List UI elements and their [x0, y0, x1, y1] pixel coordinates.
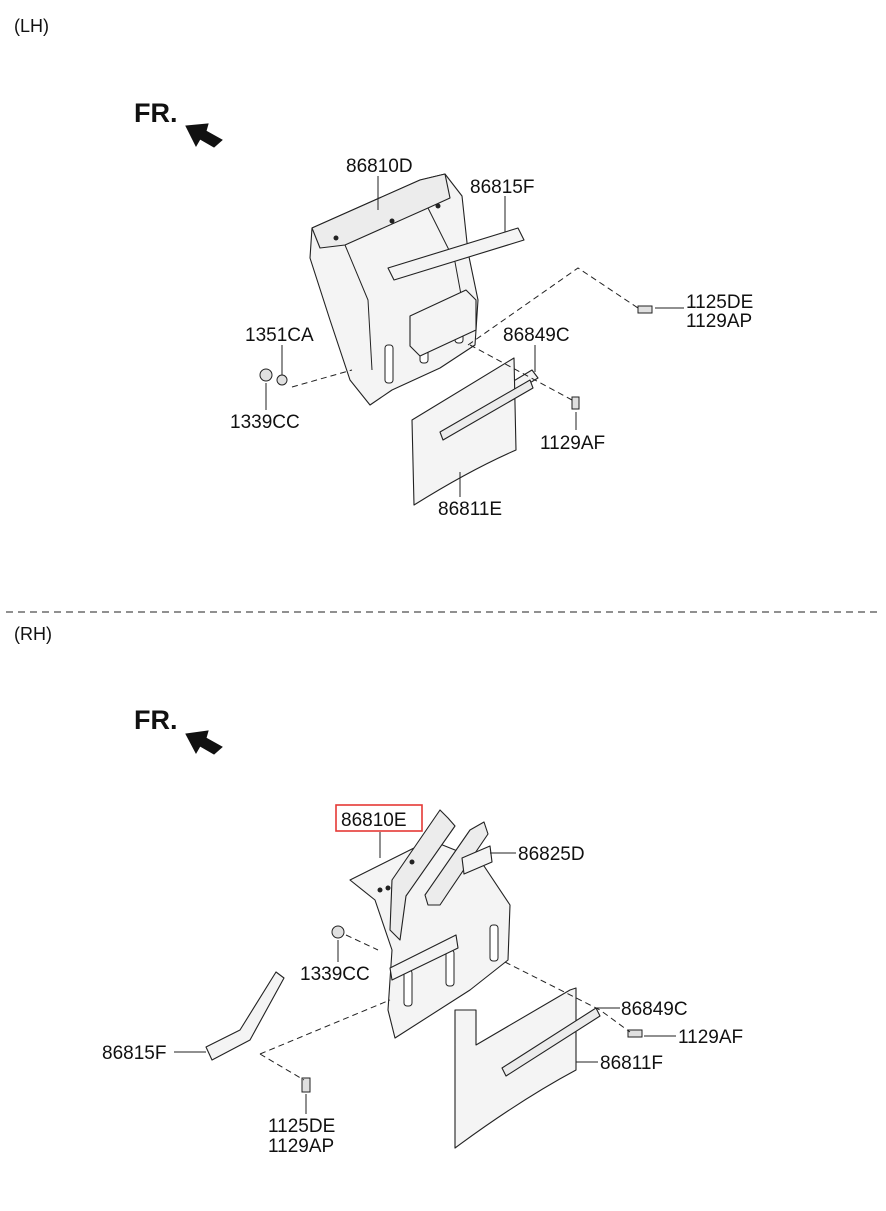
- lh-label-nut: 1339CC: [230, 412, 300, 433]
- lh-section: (LH) FR.: [14, 16, 753, 520]
- lh-bolt-icon: [637, 305, 653, 314]
- rh-label-bracket: 86810E: [341, 810, 407, 831]
- rh-stay-86815f: [205, 971, 285, 1061]
- rh-bolt-icon: [301, 1077, 311, 1093]
- lh-label-stay: 86815F: [470, 177, 534, 198]
- rh-front-arrow-icon: [185, 730, 223, 755]
- lh-label-screw: 1129AF: [540, 433, 605, 454]
- rh-label-stay: 86815F: [102, 1043, 166, 1064]
- lh-title: (LH): [14, 16, 49, 36]
- lh-label-bolt-a: 1125DE: [686, 292, 753, 313]
- rh-front-label: FR.: [134, 705, 178, 735]
- lh-nut-icon: [259, 368, 273, 382]
- rh-label-nut: 1339CC: [300, 964, 370, 985]
- rh-label-bolt-b: 1129AP: [268, 1136, 334, 1157]
- lh-front-arrow-icon: [185, 123, 223, 148]
- lh-mud-flap-86811e: [411, 357, 517, 506]
- rh-label-plate: 86849C: [621, 999, 688, 1020]
- lh-washer-icon: [276, 374, 288, 386]
- lh-label-plate: 86849C: [503, 325, 570, 346]
- rh-support-86825d: [461, 845, 493, 875]
- rh-highlight-box: [335, 804, 423, 832]
- lh-front-label: FR.: [134, 98, 178, 128]
- lh-label-bolt-b: 1129AP: [686, 311, 752, 332]
- lh-label-bracket: 86810D: [346, 156, 413, 177]
- rh-screw-icon: [627, 1029, 643, 1038]
- rh-label-screw: 1129AF: [678, 1027, 743, 1048]
- rh-label-bolt-a: 1125DE: [268, 1116, 335, 1137]
- rh-bracket-86810e: [349, 809, 511, 1039]
- rh-inner-frame: [389, 934, 459, 981]
- rh-nut-icon: [331, 925, 345, 939]
- rh-reinforcement-86849c: [501, 1007, 601, 1077]
- lh-label-washer: 1351CA: [245, 325, 314, 346]
- lh-stay-86815f: [387, 227, 525, 281]
- lh-screw-icon: [571, 396, 580, 410]
- rh-section: (RH) FR.: [14, 624, 743, 1157]
- lh-label-flap: 86811E: [438, 499, 502, 520]
- rh-title: (RH): [14, 624, 52, 644]
- lh-bracket-86810d: [309, 173, 479, 406]
- rh-label-flap: 86811F: [600, 1053, 663, 1074]
- lh-inner-frame: [409, 289, 477, 357]
- rh-label-support: 86825D: [518, 844, 585, 865]
